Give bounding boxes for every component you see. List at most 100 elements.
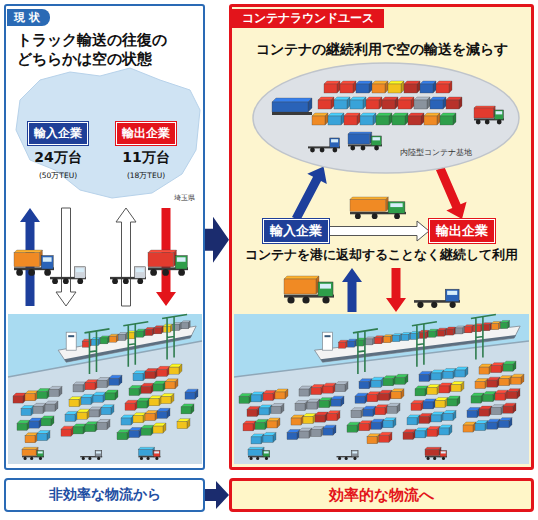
container-block bbox=[395, 374, 408, 384]
container-front bbox=[356, 84, 369, 93]
container-side bbox=[385, 81, 388, 93]
container-side bbox=[517, 389, 520, 399]
truck-window bbox=[43, 257, 52, 261]
container-block bbox=[379, 390, 392, 400]
container-front bbox=[495, 393, 505, 400]
container-front bbox=[311, 388, 321, 395]
truck-wheel bbox=[150, 269, 157, 276]
truck-wheel bbox=[322, 296, 329, 303]
container-block bbox=[299, 386, 312, 396]
truck-wheel bbox=[44, 269, 51, 276]
container-front bbox=[411, 403, 421, 410]
container-block bbox=[475, 421, 488, 431]
container-front bbox=[487, 422, 497, 429]
container-side bbox=[465, 367, 468, 377]
container-front bbox=[172, 325, 179, 331]
container-block bbox=[101, 405, 114, 415]
truck-wheel bbox=[417, 302, 423, 308]
container-front bbox=[137, 401, 147, 408]
container-block bbox=[439, 383, 452, 393]
container-front bbox=[471, 396, 481, 403]
container-block bbox=[149, 396, 162, 406]
container-top bbox=[248, 447, 264, 449]
vehicle-count: 11万台 bbox=[122, 149, 169, 165]
container-front bbox=[133, 374, 143, 381]
ship-window bbox=[68, 335, 74, 337]
container-front bbox=[117, 433, 127, 440]
container-front bbox=[275, 392, 285, 399]
container-front bbox=[339, 342, 346, 348]
container-front bbox=[271, 406, 281, 413]
container-side bbox=[513, 361, 516, 371]
container-top bbox=[474, 106, 495, 108]
container-front bbox=[141, 428, 151, 435]
container-block bbox=[272, 98, 312, 112]
container-side bbox=[55, 401, 58, 411]
container-front bbox=[446, 100, 459, 109]
quay bbox=[8, 314, 202, 464]
container-side bbox=[125, 333, 127, 341]
truck-wheel bbox=[250, 457, 253, 460]
quay bbox=[234, 314, 529, 464]
container-side bbox=[47, 431, 50, 441]
container-block bbox=[45, 401, 58, 411]
container-front bbox=[272, 102, 308, 112]
container-block bbox=[415, 428, 428, 438]
container-side bbox=[405, 374, 408, 384]
container-front bbox=[371, 422, 381, 429]
container-block bbox=[474, 324, 483, 332]
container-block bbox=[141, 425, 154, 435]
truck-window bbox=[441, 451, 446, 453]
container-block bbox=[335, 382, 348, 392]
container-block bbox=[248, 447, 264, 456]
truck-window bbox=[390, 203, 402, 207]
container-block bbox=[367, 434, 380, 444]
container-block bbox=[471, 393, 484, 403]
container-side bbox=[421, 113, 424, 125]
container-front bbox=[379, 435, 389, 442]
container-block bbox=[420, 81, 436, 93]
container-block bbox=[402, 333, 411, 341]
truck-wheel bbox=[88, 457, 91, 460]
container-block bbox=[81, 394, 94, 404]
container-side bbox=[405, 113, 408, 125]
container-block bbox=[348, 132, 372, 144]
container-front bbox=[185, 392, 195, 399]
container-side bbox=[401, 81, 404, 93]
truck-cab bbox=[388, 202, 405, 214]
container-front bbox=[154, 328, 161, 334]
container-front bbox=[327, 414, 337, 421]
truck-wheel bbox=[137, 278, 143, 284]
truck-wheel bbox=[162, 269, 169, 276]
container-block bbox=[118, 333, 127, 341]
container-side bbox=[107, 336, 109, 344]
truck-wheel bbox=[302, 296, 309, 303]
container-front bbox=[312, 116, 325, 125]
container-front bbox=[81, 397, 91, 404]
container-block bbox=[312, 113, 328, 125]
container-front bbox=[376, 116, 389, 125]
truck-window bbox=[496, 111, 503, 114]
container-front bbox=[331, 399, 341, 406]
container-block bbox=[499, 376, 512, 386]
truck-wheel bbox=[28, 269, 35, 276]
truck-wheel bbox=[350, 146, 355, 151]
label-holder: コンテナを港に返却することなく継続して利用 bbox=[245, 244, 518, 264]
container-front bbox=[391, 392, 401, 399]
container-block bbox=[17, 420, 30, 430]
container-block bbox=[14, 250, 42, 267]
truck-wheel bbox=[361, 146, 366, 151]
container-side bbox=[337, 411, 340, 421]
container-block bbox=[359, 379, 372, 389]
truck-cab bbox=[41, 256, 53, 269]
container-side bbox=[461, 382, 464, 392]
truck-wheel bbox=[353, 457, 356, 460]
container-block bbox=[340, 81, 356, 93]
section-tab: コンテナラウンドユース bbox=[232, 9, 384, 28]
container-front bbox=[463, 425, 473, 432]
container-block bbox=[137, 398, 150, 408]
truck-cab bbox=[445, 289, 459, 301]
container-front bbox=[145, 372, 155, 379]
container-block bbox=[21, 406, 34, 416]
container-side bbox=[59, 386, 62, 396]
